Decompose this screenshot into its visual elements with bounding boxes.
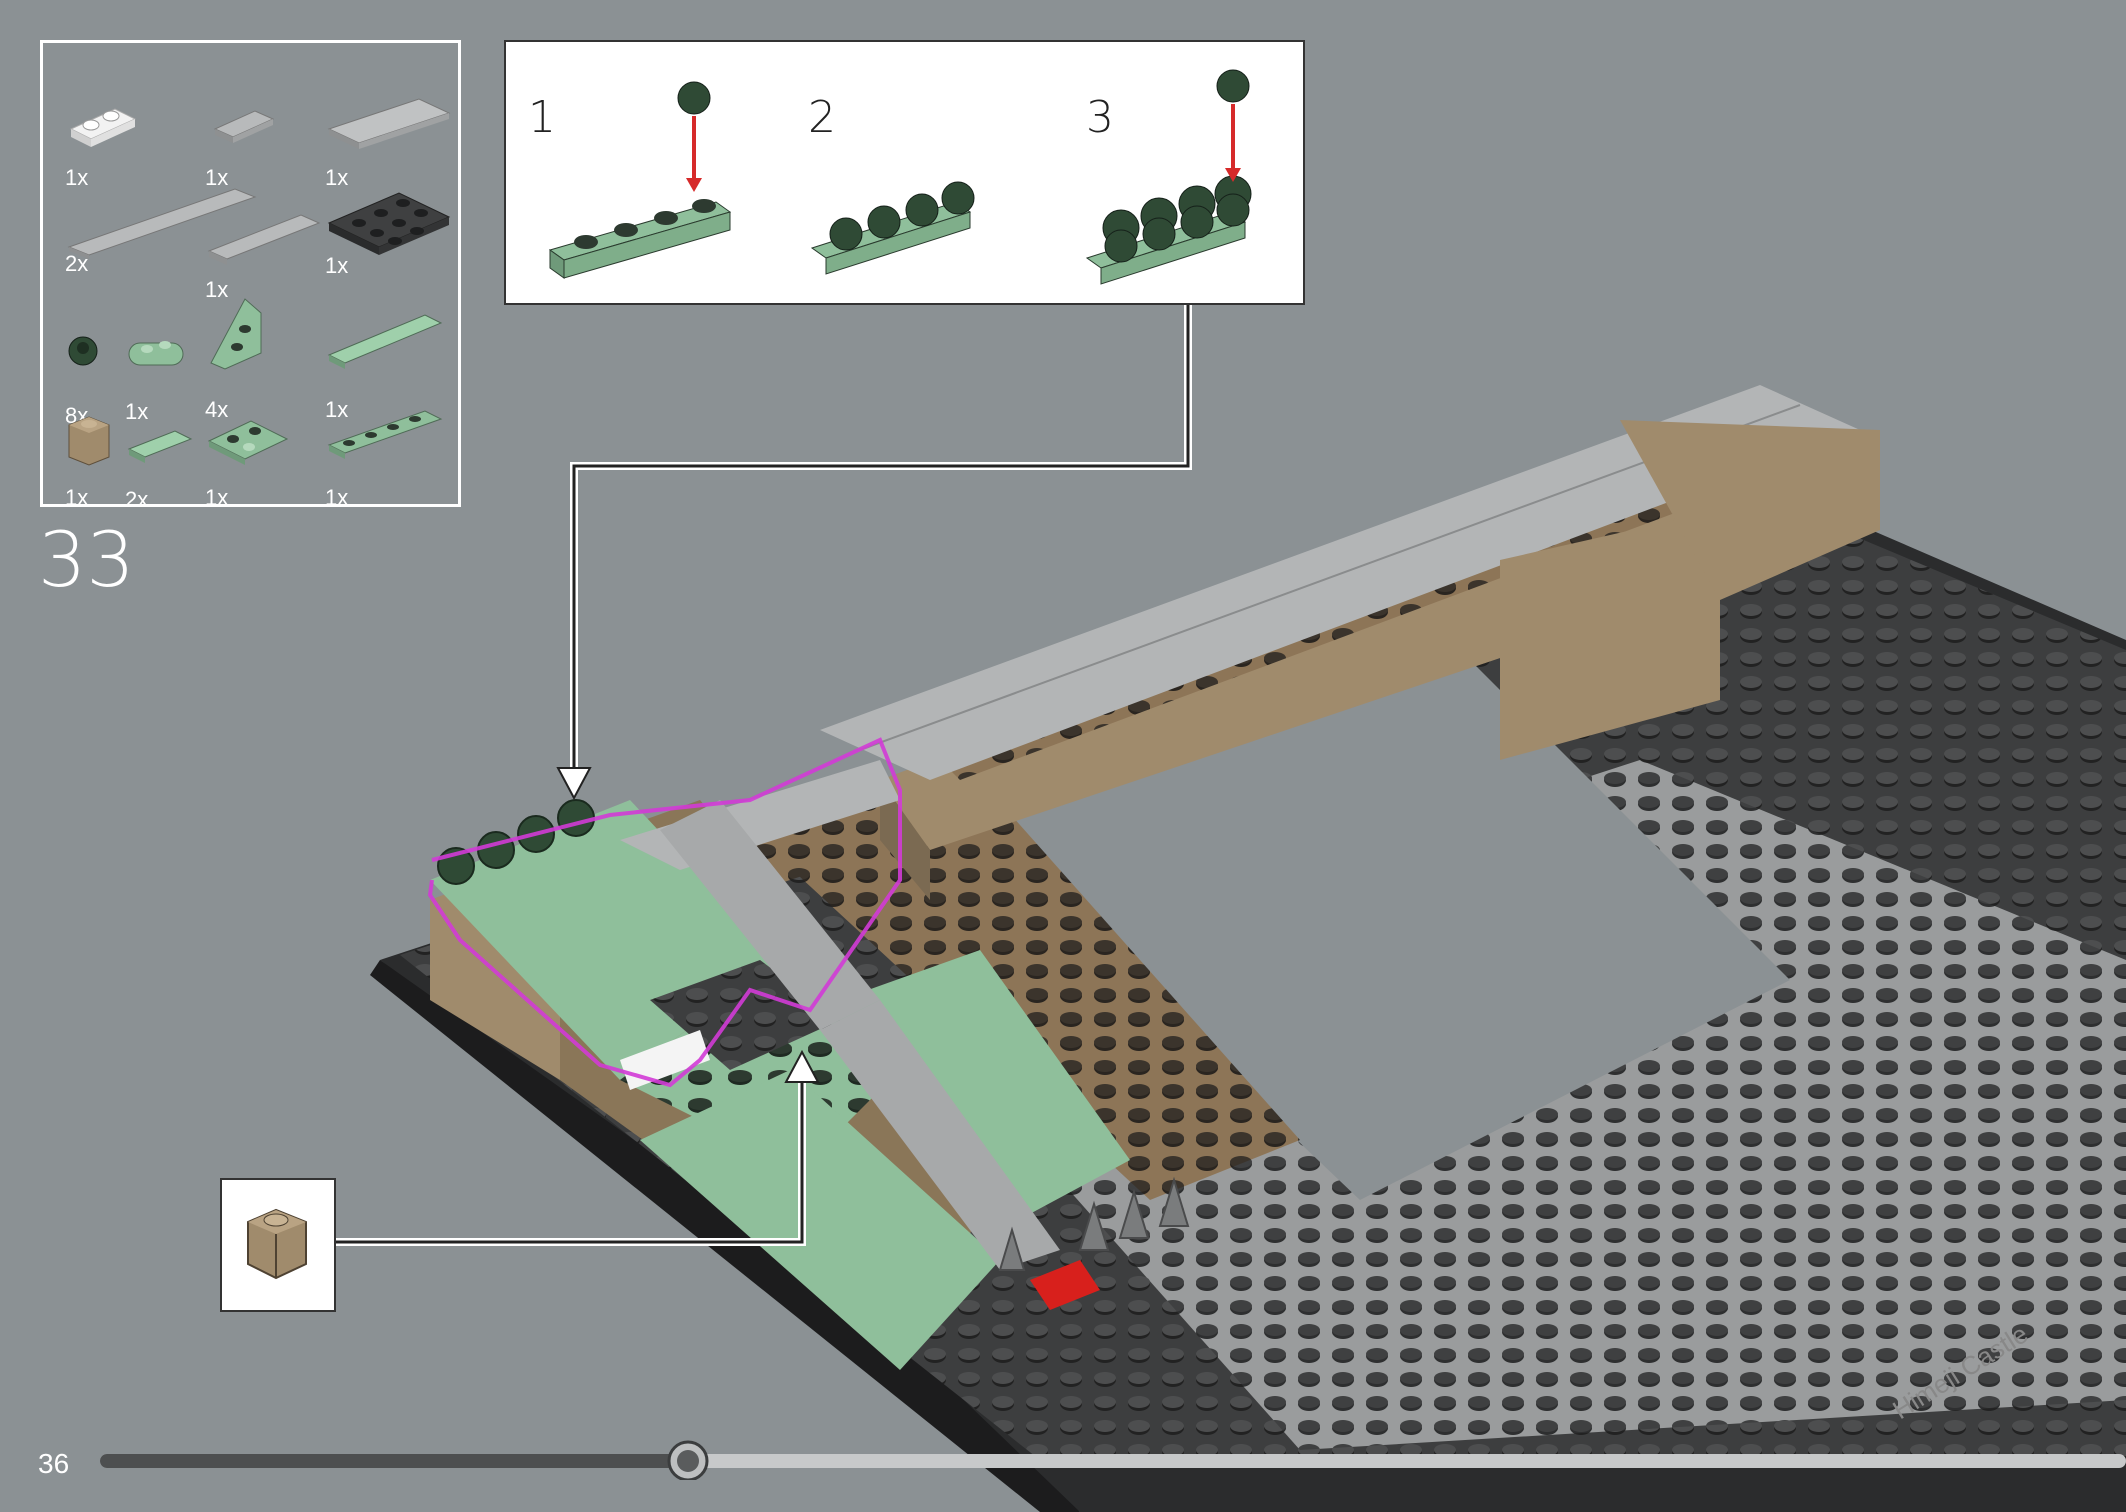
sand-green-tile-1x2-icon <box>127 430 193 463</box>
part-qty: 1x <box>125 399 149 424</box>
part-qty: 2x <box>65 251 89 276</box>
tan-brick-1x1-icon <box>247 1208 307 1280</box>
progress-fill <box>100 1454 688 1468</box>
part-item: 4x <box>205 293 285 423</box>
part-item: 1x <box>65 95 175 191</box>
part-item: 1x <box>325 305 455 423</box>
callout-panel <box>220 1178 336 1312</box>
substep-3-illustration <box>1085 69 1252 285</box>
dark-green-round-plant-icon <box>68 336 98 366</box>
sand-green-wedge-plate-icon <box>210 298 262 370</box>
part-item: 1x <box>205 95 315 191</box>
substeps-panel: 1 2 3 <box>504 40 1305 305</box>
leader-arrow-icon <box>556 767 592 801</box>
part-qty: 1x <box>205 165 229 190</box>
plant-piece-icon <box>677 81 711 115</box>
part-item: 1x <box>205 411 305 511</box>
part-item: 1x <box>125 329 195 425</box>
part-qty: 1x <box>65 165 89 190</box>
substep-number: 3 <box>1086 92 1114 143</box>
gray-tile-1x4-icon <box>207 214 321 265</box>
white-plate-1x2-icon <box>69 108 137 147</box>
part-item: 1x <box>205 207 325 303</box>
part-qty: 1x <box>205 277 229 302</box>
part-qty: 1x <box>65 485 89 510</box>
part-qty: 1x <box>325 397 349 422</box>
insert-arrow-icon <box>686 178 702 192</box>
part-qty: 1x <box>325 253 349 278</box>
tan-brick-1x1-icon <box>68 416 110 466</box>
parts-list-panel: 1x 1x 1x 2x 1x 1x 8x 1x 4x 1x 1x 2x <box>40 40 461 512</box>
substep-2-illustration <box>810 181 975 275</box>
part-qty: 1x <box>325 485 349 510</box>
substep-number: 1 <box>528 92 556 143</box>
sand-green-plate-2x2-icon <box>207 420 289 465</box>
part-item: 1x <box>65 411 125 511</box>
part-qty: 1x <box>325 165 349 190</box>
step-number: 33 <box>38 515 135 604</box>
gray-tile-2x4-icon <box>327 98 451 149</box>
part-item: 1x <box>325 183 455 279</box>
sand-green-tile-1x4-icon <box>327 314 443 369</box>
callout-arrow-icon <box>784 1049 820 1083</box>
page-number: 36 <box>38 1448 70 1479</box>
part-item: 2x <box>65 181 265 277</box>
substep-1-illustration <box>548 81 732 279</box>
part-item: 1x <box>325 95 451 191</box>
part-qty: 4x <box>205 397 229 422</box>
progress-slider[interactable] <box>0 1440 2126 1480</box>
sand-green-plate-rounded-1x2-icon <box>128 341 184 366</box>
progress-knob-handle[interactable] <box>667 1440 709 1480</box>
part-qty: 1x <box>205 485 229 510</box>
part-qty: 2x <box>125 487 149 512</box>
part-item: 1x <box>325 405 455 511</box>
gray-tile-1x2-icon <box>213 110 275 143</box>
part-item: 2x <box>125 423 205 513</box>
gray-tile-1x6-icon <box>67 188 257 259</box>
plant-piece-icon <box>1216 69 1250 103</box>
substep-number: 2 <box>808 92 836 143</box>
dark-gray-plate-3x4-icon <box>327 192 451 255</box>
sand-green-plate-1x4-icon <box>327 410 443 459</box>
insert-arrow-icon <box>1225 168 1241 182</box>
